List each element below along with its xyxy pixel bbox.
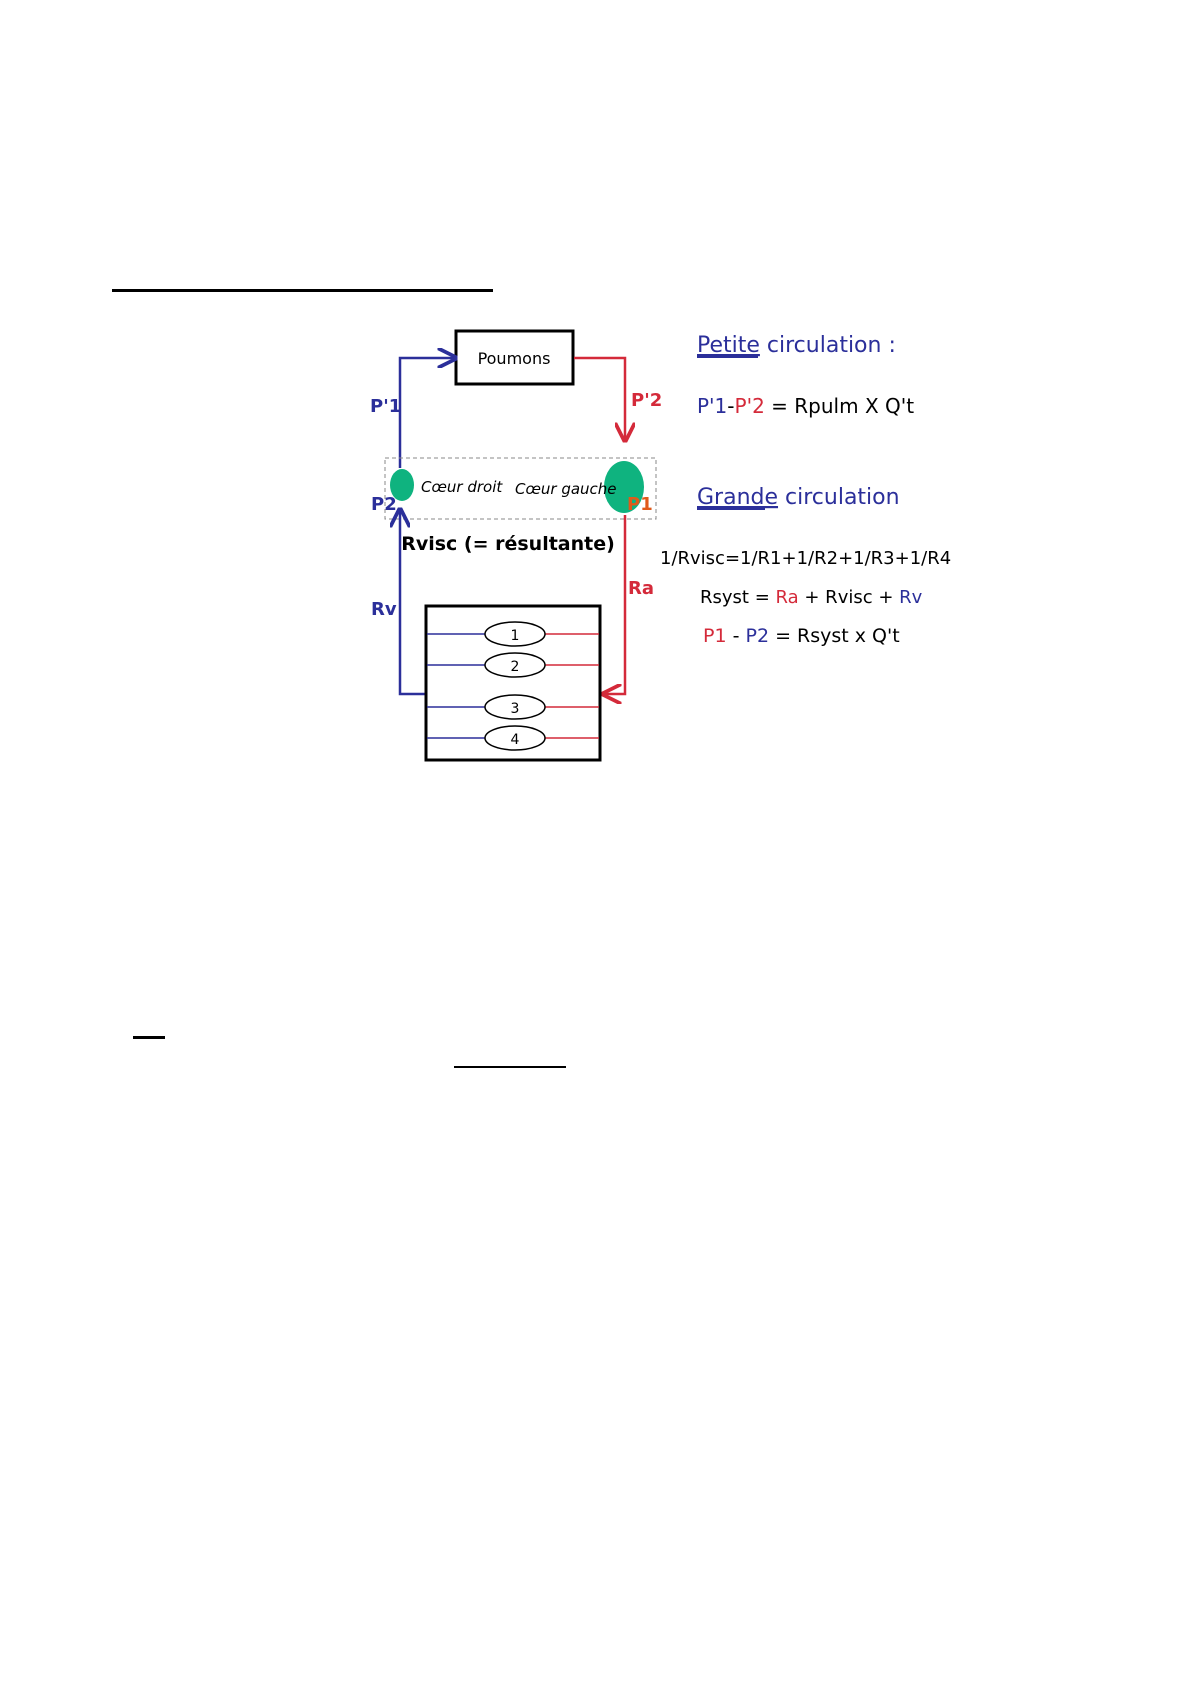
rsyst-equation: Rsyst = Ra + Rvisc + Rv	[700, 587, 923, 608]
resistor-label: 4	[511, 732, 520, 748]
petite-equation: P'1-P'2 = Rpulm X Q't	[697, 394, 914, 418]
blue-line-to-lungs	[398, 358, 455, 468]
label-p2-prime: P'2	[631, 390, 662, 411]
red-aorta-line	[604, 515, 627, 694]
left-heart-label: Cœur gauche	[515, 480, 617, 498]
label-p1: P1	[627, 494, 653, 515]
right-heart-label: Cœur droit	[421, 478, 503, 496]
blue-vein-line	[400, 510, 425, 696]
blank-underline	[454, 1066, 566, 1068]
grande-circulation-title: Grande circulation	[697, 485, 900, 510]
right-heart-circle	[390, 469, 414, 501]
short-underline	[133, 1036, 165, 1039]
resistor-label: 3	[511, 701, 520, 717]
label-p1-prime: P'1	[370, 396, 401, 417]
left-heart-circle	[604, 461, 644, 513]
petite-circulation-title: Petite circulation :	[697, 333, 896, 358]
lungs-label: Poumons	[478, 349, 551, 368]
label-ra: Ra	[628, 578, 654, 599]
resistor-1	[484, 621, 546, 647]
flow-equation: P1 - P2 = Rsyst x Q't	[703, 625, 900, 647]
resistor-rows: 1 2 3 4	[427, 621, 599, 751]
title-underline	[112, 289, 493, 292]
red-line-from-lungs	[574, 356, 625, 440]
label-rv: Rv	[371, 599, 397, 620]
resistor-3	[484, 694, 546, 720]
rvisc-equation: 1/Rvisc=1/R1+1/R2+1/R3+1/R4	[660, 548, 951, 569]
resistor-label: 1	[511, 628, 520, 644]
resistor-2	[484, 652, 546, 678]
label-p2: P2	[371, 494, 397, 515]
resistor-4	[484, 725, 546, 751]
resistor-label: 2	[511, 659, 520, 675]
heart-box	[384, 457, 657, 520]
lungs-box	[454, 329, 575, 386]
rvisc-label: Rvisc (= résultante)	[401, 533, 615, 555]
